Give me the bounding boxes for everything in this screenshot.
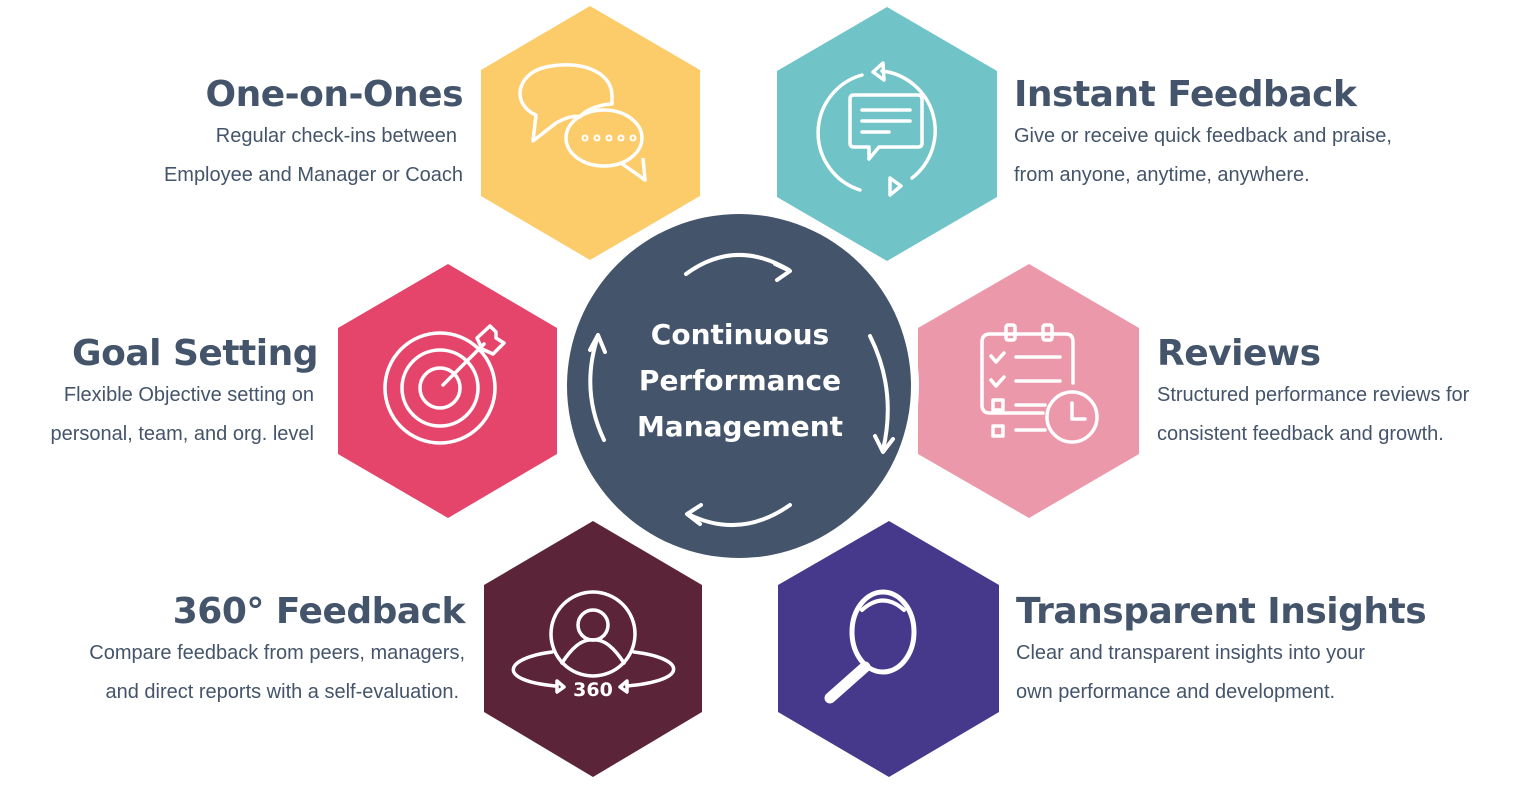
title-transparent-insights: Transparent Insights [1016, 591, 1427, 632]
desc-reviews-line1: Structured performance reviews for [1157, 384, 1470, 406]
hexagon-transparent-insights [778, 521, 999, 777]
title-reviews: Reviews [1157, 333, 1321, 374]
chat-bubbles-icon [518, 63, 647, 182]
cycle-arrows-icon [588, 252, 895, 528]
desc-one-on-ones-line2: Employee and Manager or Coach [163, 164, 463, 186]
desc-one-on-ones-line1: Regular check-ins between [215, 125, 457, 147]
ellipsis-dots [581, 134, 637, 142]
center-title: Continuous Performance Management [590, 312, 890, 450]
target-icon [383, 324, 506, 445]
label-instant-feedback: Instant Feedback Give or receive quick f… [1014, 73, 1392, 195]
label-one-on-ones: One-on-Ones Regular check-ins between Em… [163, 73, 464, 195]
magnifier-icon [824, 589, 917, 704]
title-instant-feedback: Instant Feedback [1014, 74, 1357, 115]
desc-goal-setting-line1: Flexible Objective setting on [63, 384, 314, 406]
hexagon-reviews [918, 264, 1139, 518]
person-360-icon [511, 590, 676, 694]
message-cycle-icon [816, 61, 937, 197]
center-line-2: Performance [638, 364, 842, 397]
desc-instant-feedback-line1: Give or receive quick feedback and prais… [1014, 125, 1392, 147]
desc-instant-feedback-line2: from anyone, anytime, anywhere. [1014, 164, 1310, 186]
label-goal-setting: Goal Setting Flexible Objective setting … [51, 332, 319, 454]
label-reviews: Reviews Structured performance reviews f… [1157, 332, 1469, 454]
desc-360-feedback-line1: Compare feedback from peers, managers, [89, 642, 465, 664]
desc-transparent-insights-line2: own performance and development. [1016, 681, 1336, 703]
checklist-clock-icon [980, 323, 1099, 444]
center-circle [567, 214, 911, 558]
title-goal-setting: Goal Setting [72, 333, 318, 374]
desc-reviews-line2: consistent feedback and growth. [1157, 423, 1444, 445]
hexagon-360-feedback [484, 521, 702, 777]
center-line-1: Continuous [650, 318, 830, 351]
title-one-on-ones: One-on-Ones [205, 74, 464, 115]
center-line-3: Management [636, 410, 844, 443]
title-360-feedback: 360° Feedback [172, 591, 466, 632]
desc-transparent-insights-line1: Clear and transparent insights into your [1016, 642, 1366, 664]
label-360-feedback: 360° Feedback Compare feedback from peer… [89, 590, 465, 712]
desc-360-feedback-line2: and direct reports with a self-evaluatio… [105, 681, 459, 703]
desc-goal-setting-line2: personal, team, and org. level [50, 423, 315, 445]
icon-360-text: 360 [573, 679, 613, 701]
hexagon-instant-feedback [777, 7, 997, 261]
hexagon-goal-setting [338, 264, 557, 518]
label-transparent-insights: Transparent Insights Clear and transpare… [1016, 590, 1427, 712]
